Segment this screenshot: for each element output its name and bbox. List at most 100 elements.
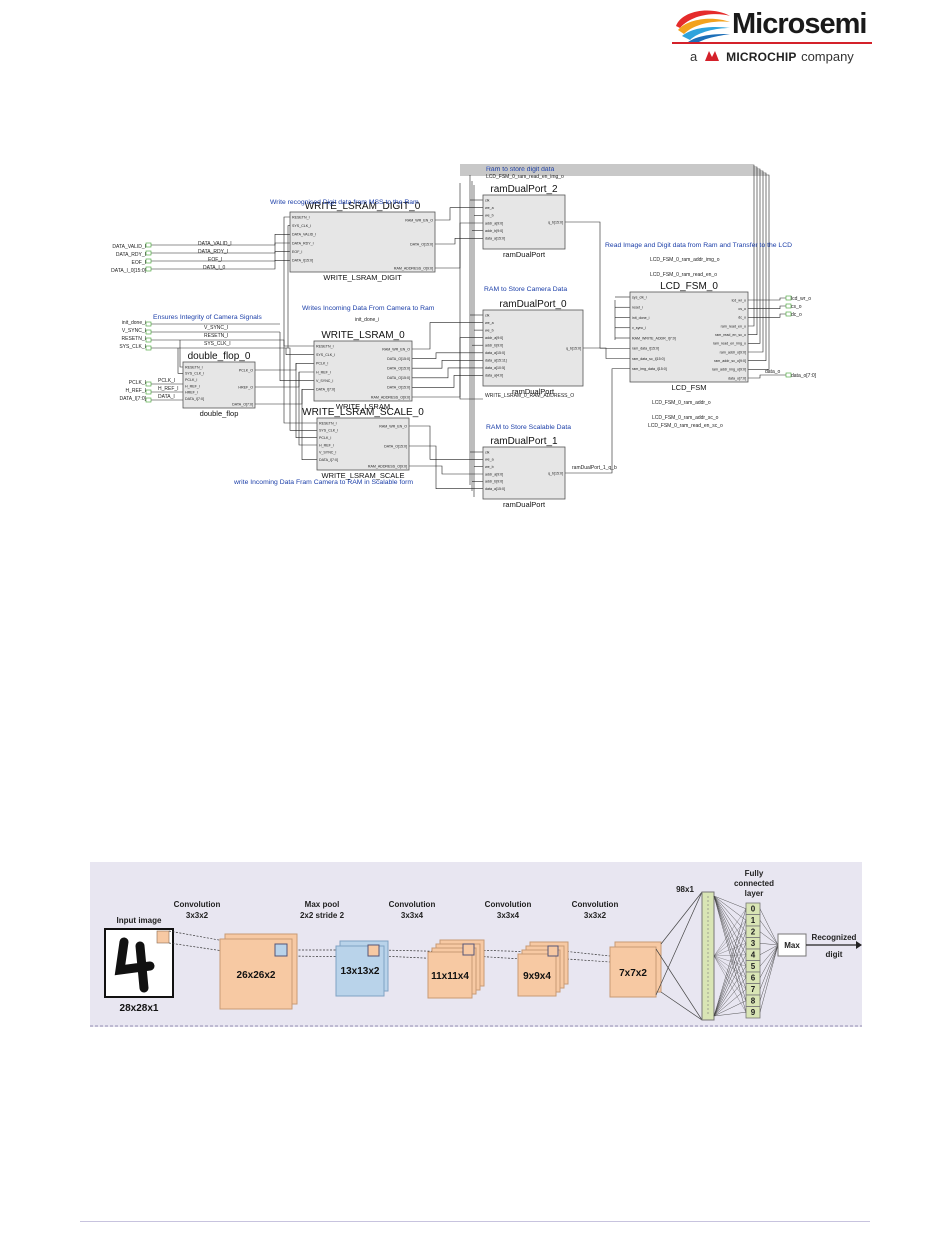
port-in: PCLK_I [316, 362, 328, 366]
block-title: ramDualPort_1 [490, 436, 558, 447]
featuremap-11x11x4: 11x11x4 [427, 939, 485, 999]
tagline: a MICROCHIP company [690, 48, 854, 66]
svg-text:3x3x4: 3x3x4 [401, 911, 424, 920]
port-in: we_b [485, 214, 494, 218]
port-in: addr_a[9:0] [485, 472, 503, 476]
port-in: data_a[15:0] [485, 351, 505, 355]
svg-text:Convolution: Convolution [389, 900, 436, 909]
block-title: ramDualPort_2 [490, 184, 558, 195]
svg-text:DATA_I: DATA_I [158, 394, 175, 400]
block-title: WRITE_LSRAM_SCALE_0 [302, 407, 424, 418]
block-ramdualport-1[interactable]: ramDualPort_1ramDualPortclkwe_awe_baddr_… [482, 436, 566, 509]
port-in: SYS_CLK_I [185, 372, 204, 376]
top-outputs: lcd_wr_o cs_o dc_o data_o[7:0] [791, 296, 817, 379]
max-label: Max [784, 941, 800, 950]
featuremap-13x13x2: 13x13x2 [335, 940, 389, 997]
sig-rdp1-q: ramDualPort_1_q_b [572, 465, 617, 471]
svg-text:DATA_RDY_I: DATA_RDY_I [116, 252, 146, 258]
block-type: ramDualPort [503, 250, 546, 259]
tagline-suffix: company [801, 49, 854, 64]
schematic-blocks: WRITE_LSRAM_DIGIT_0WRITE_LSRAM_DIGITRESE… [182, 184, 749, 509]
svg-text:RESETN_I: RESETN_I [122, 336, 146, 342]
port-out: RAM_ADDRESS_O[9:0] [371, 395, 410, 399]
port-out: RAM_WR_EN_O [379, 424, 407, 428]
block-ramdualport-0[interactable]: ramDualPort_0ramDualPortclkwe_awe_baddr_… [482, 299, 584, 396]
block-write-lsram-scale[interactable]: WRITE_LSRAM_SCALE_0WRITE_LSRAM_SCALERESE… [302, 407, 424, 480]
port-in: clk [485, 450, 490, 454]
port-out: data_o[7:0] [728, 376, 746, 380]
port-in: we_a [485, 206, 494, 210]
port-in: DATA_I[7:0] [316, 388, 335, 392]
port-in: RESETN_I [316, 344, 334, 348]
flat-vector [701, 891, 715, 1021]
port-out: ram_read_en_img_o [713, 342, 746, 346]
block-lcd-fsm[interactable]: LCD_FSM_0LCD_FSMsys_clk_ireset_iinit_don… [629, 281, 749, 392]
port-out: DATA_O[7:0] [232, 402, 253, 406]
fc-digit-label: 7 [751, 985, 756, 994]
sig-write-lsram-addr: WRITE_LSRAM_0_RAM_ADDRESS_O [485, 393, 574, 399]
port-in: clk [485, 313, 490, 317]
output-label-2: digit [826, 950, 843, 959]
svg-text:DATA_I_0: DATA_I_0 [203, 265, 226, 271]
svg-text:DATA_I[7:0]: DATA_I[7:0] [120, 396, 147, 402]
svg-text:init_done_i: init_done_i [122, 320, 146, 326]
port-in: PCLK_I [185, 378, 197, 382]
port-out: q_b[15:0] [548, 471, 563, 475]
block-write-lsram-digit[interactable]: WRITE_LSRAM_DIGIT_0WRITE_LSRAM_DIGITRESE… [289, 201, 436, 282]
port-in: EOF_I [292, 250, 302, 254]
cnn-architecture-diagram: Convolution 3x3x2 Max pool 2x2 stride 2 … [90, 862, 862, 1027]
port-in: V_SYNC_I [316, 379, 333, 383]
svg-text:2x2 stride 2: 2x2 stride 2 [300, 911, 345, 920]
port-in: data_a[10:5] [485, 366, 505, 370]
port-out: ram_addr_img_o[9:0] [712, 368, 746, 372]
block-type: double_flop [200, 409, 239, 418]
svg-text:11x11x4: 11x11x4 [431, 971, 469, 982]
port-in: H_REF_I [319, 443, 334, 447]
svg-text:V_SYNC_I: V_SYNC_I [204, 325, 228, 331]
block-double-flop[interactable]: double_flop_0double_flopRESETN_ISYS_CLK_… [182, 351, 256, 418]
note-ram-digit: Ram to store digit data [486, 166, 555, 173]
block-ramdualport-2[interactable]: ramDualPort_2ramDualPortclkwe_awe_baddr_… [482, 184, 566, 259]
sig-init-done: init_done_i [355, 317, 379, 323]
port-out: lcd_wr_o [732, 298, 746, 302]
port-in: DATA_RDY_I [292, 241, 314, 245]
digit-signal-labels: DATA_VALID_I DATA_RDY_I EOF_I DATA_I_0 [198, 241, 232, 271]
output-label-1: Recognized [812, 933, 857, 942]
svg-text:lcd_wr_o: lcd_wr_o [791, 296, 811, 302]
port-in: SYS_CLK_I [316, 353, 335, 357]
port-out: DATA_O[15:0] [384, 444, 407, 448]
note-write-camera: Writes Incoming Data From Camera to Ram [302, 305, 435, 312]
port-out: PCLK_O [239, 368, 253, 372]
block-type: LCD_FSM [671, 383, 706, 392]
svg-text:DATA_I_0[15:0]: DATA_I_0[15:0] [111, 268, 146, 274]
port-in: addr_b[9:0] [485, 344, 503, 348]
svg-text:Convolution: Convolution [572, 900, 619, 909]
fc-label-3: layer [745, 889, 764, 898]
port-in: RESETN_I [319, 421, 337, 425]
svg-text:3x3x2: 3x3x2 [186, 911, 209, 920]
svg-text:DATA_VALID_I: DATA_VALID_I [198, 241, 232, 247]
port-in: HREF_I [185, 391, 198, 395]
svg-text:Convolution: Convolution [485, 900, 532, 909]
svg-text:RESETN_I: RESETN_I [204, 333, 228, 339]
port-out: HREF_O [238, 385, 253, 389]
port-out: ram_read_en_sc_o [715, 333, 746, 337]
port-out: RAM_ADDRESS_O[9:0] [368, 464, 407, 468]
note-read-image: Read Image and Digit data from Ram and T… [605, 242, 792, 249]
brand-name: Microsemi [732, 8, 867, 40]
block-write-lsram[interactable]: WRITE_LSRAM_0WRITE_LSRAMRESETN_ISYS_CLK_… [313, 330, 413, 411]
svg-text:Convolution: Convolution [174, 900, 221, 909]
svg-text:data_o[7:0]: data_o[7:0] [791, 373, 817, 379]
port-out: RAM_WR_EN_O [382, 347, 410, 351]
port-in: PCLK_I [319, 436, 331, 440]
block-title: WRITE_LSRAM_0 [321, 330, 405, 341]
sig-ram-read-en-img: LCD_FSM_0_ram_read_en_img_o [486, 174, 564, 180]
port-in: ram_img_data_i[15:0] [632, 367, 667, 371]
fc-digit-label: 8 [751, 997, 756, 1006]
port-out: ram_addr_o[9:0] [720, 350, 746, 354]
digit-four-glyph [114, 937, 155, 993]
note-ram-camera: RAM to Store Camera Data [484, 286, 567, 293]
port-in: we_b [485, 328, 494, 332]
port-out: ram_addr_sc_o[9:0] [714, 359, 746, 363]
